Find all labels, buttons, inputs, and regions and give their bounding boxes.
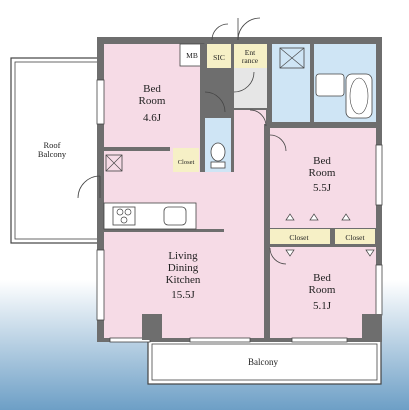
wall-bedroom-c-top xyxy=(268,244,376,247)
closet-mark-5 xyxy=(365,249,375,257)
pillar-left xyxy=(142,314,162,340)
windows xyxy=(96,79,383,343)
closet-door-marks xyxy=(285,213,375,257)
bathtub xyxy=(345,73,373,119)
closet-bedroom-a xyxy=(173,148,199,172)
door-entrance-arc xyxy=(237,17,261,41)
balcony-label: Balcony xyxy=(248,357,278,367)
ldk-size: 15.5J xyxy=(171,289,195,301)
window-bedroom-a xyxy=(96,79,105,125)
door-sic-arc xyxy=(211,23,229,41)
door-bedroom-b-arc xyxy=(269,134,287,152)
balcony-inner xyxy=(151,343,378,381)
bathtub-inner xyxy=(349,77,369,115)
toilet-bowl xyxy=(210,142,226,162)
ldk-floor xyxy=(104,232,264,338)
wall-corridor-left xyxy=(231,44,234,172)
door-hall-arc xyxy=(233,71,255,93)
sic-storage xyxy=(207,44,231,68)
burner-2 xyxy=(124,208,132,216)
wall-bath-divider xyxy=(310,44,314,122)
closet-bedroom-a-label: Closet xyxy=(178,159,195,166)
toilet-tank xyxy=(210,161,226,169)
fridge-space xyxy=(105,154,123,172)
wall-closet-divider xyxy=(330,229,335,244)
door-bedroom-c-arc xyxy=(269,247,287,265)
bedroom-a-size: 4.6J xyxy=(143,112,162,124)
window-ldk-bottom-2 xyxy=(189,337,251,343)
doors xyxy=(77,17,287,265)
wall-bedroom-b-top xyxy=(268,122,376,128)
closet-right-label: Closet xyxy=(345,233,365,242)
mb-label: MB xyxy=(186,51,198,60)
bedroom-c-size: 5.1J xyxy=(313,300,332,312)
bedroom-c-floor xyxy=(270,246,376,338)
window-bedroom-b xyxy=(375,144,383,206)
wall-bedroom-a-bottom xyxy=(104,147,170,151)
wall-ldk-top xyxy=(104,229,224,232)
wall-bedroom-a-right xyxy=(200,44,205,172)
stove xyxy=(112,206,136,226)
window-ldk-left xyxy=(96,249,105,321)
closet-mid-label: Closet xyxy=(289,233,309,242)
entrance-floor xyxy=(233,68,267,108)
closet-mid xyxy=(268,229,330,244)
washing-machine-space xyxy=(279,47,305,69)
wall-center xyxy=(264,124,270,338)
corridor-floor xyxy=(232,110,266,235)
wall-toilet-top xyxy=(205,114,232,118)
closet-mark-4 xyxy=(285,249,295,257)
sic-label: SIC xyxy=(213,53,225,62)
door-bedroom-a-arc xyxy=(204,91,226,113)
closet-right xyxy=(335,229,375,244)
bedroom-b-size: 5.5J xyxy=(313,182,332,194)
wall-bath-left xyxy=(268,44,272,124)
washbasin xyxy=(315,73,345,97)
window-bedroom-c xyxy=(375,264,383,316)
burner-3 xyxy=(120,216,128,224)
closet-mark-1 xyxy=(285,213,295,221)
closet-mark-2 xyxy=(309,213,319,221)
washing-machine-cross-2 xyxy=(279,47,305,69)
door-corridor-arc xyxy=(249,109,267,127)
shoe-box xyxy=(233,44,267,68)
closet-mark-3 xyxy=(341,213,351,221)
bedroom-b-floor xyxy=(270,128,376,228)
window-bedroom-c-bottom xyxy=(291,337,348,343)
fridge-cross-2 xyxy=(105,154,123,172)
kitchen-sink xyxy=(163,206,187,226)
burner-1 xyxy=(116,208,124,216)
roof-balcony xyxy=(10,57,99,244)
pillar-right xyxy=(362,314,382,340)
door-roof-balcony-arc xyxy=(77,175,101,199)
